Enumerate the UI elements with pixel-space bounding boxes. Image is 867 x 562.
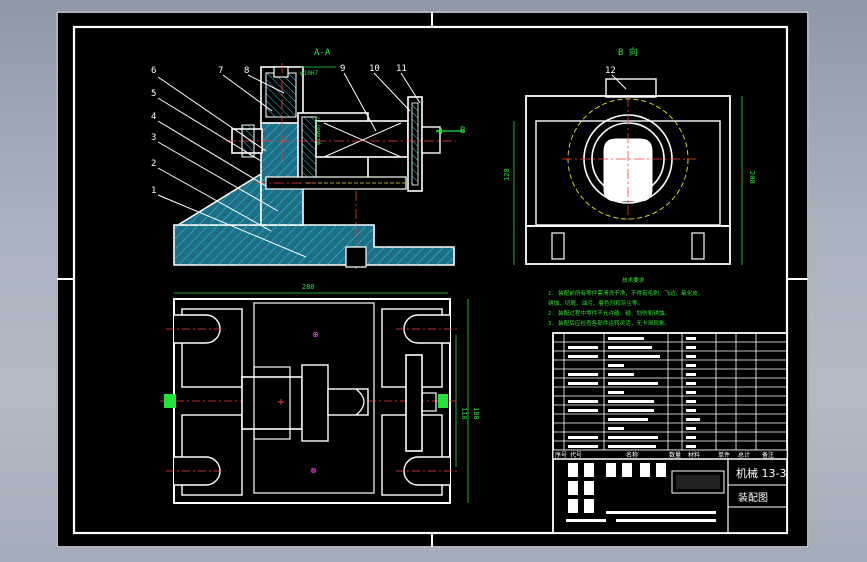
parts-list-header: 序号 代号 名称 数量 材料 单件 总计 备注 bbox=[555, 451, 774, 459]
drawing-type: 装配图 bbox=[738, 491, 768, 504]
side-view-label: B 向 bbox=[618, 46, 638, 58]
balloon-7: 7 bbox=[218, 66, 223, 76]
technical-notes: 技术要求 1. 装配前所有零件需清洗干净，不得有毛刺、飞边、氧化皮、 锈蚀、切屑… bbox=[548, 276, 704, 327]
header-col-8: 备注 bbox=[762, 451, 774, 459]
note-line-2: 锈蚀、切屑、油污、着色剂和灰尘等。 bbox=[548, 299, 643, 307]
note-line-1: 1. 装配前所有零件需清洗干净，不得有毛刺、飞边、氧化皮、 bbox=[548, 289, 704, 297]
dim-plan-inner: 110 bbox=[460, 407, 468, 420]
plan-right-handle bbox=[438, 394, 448, 408]
parts-list-entries bbox=[568, 337, 700, 448]
header-col-3: 名称 bbox=[626, 451, 638, 459]
header-col-4: 数量 bbox=[669, 451, 681, 459]
drawing-name: 机械 13-3 bbox=[736, 466, 786, 480]
header-col-2: 代号 bbox=[570, 451, 582, 459]
header-col-6: 单件 bbox=[718, 451, 730, 459]
dim-plan-overall: 280 bbox=[302, 283, 315, 291]
balloon-6: 6 bbox=[151, 66, 156, 76]
section-label: A-A bbox=[314, 48, 331, 58]
svg-text:⊕: ⊕ bbox=[312, 330, 319, 339]
parts-list-grid bbox=[553, 333, 787, 459]
balloon-11: 11 bbox=[396, 64, 407, 74]
note-line-3: 2. 装配过程中零件不允许磕、碰、划伤和锈蚀。 bbox=[548, 309, 670, 317]
balloon-1: 1 bbox=[151, 186, 156, 196]
balloon-5: 5 bbox=[151, 89, 156, 99]
plan-hand-wheel bbox=[405, 354, 423, 452]
balloon-10: 10 bbox=[369, 64, 380, 74]
header-col-7: 总计 bbox=[738, 451, 750, 459]
drawing-sheet[interactable]: A-A bbox=[56, 11, 809, 548]
view-arrow-label: B bbox=[460, 126, 465, 136]
balloon-4: 4 bbox=[151, 112, 156, 122]
header-col-1: 序号 bbox=[555, 451, 567, 459]
balloon-8: 8 bbox=[244, 66, 249, 76]
note-line-4: 3. 装配后应检查各部件运转灵活，无卡滞现象。 bbox=[548, 319, 670, 327]
svg-text:⊗: ⊗ bbox=[310, 466, 317, 475]
svg-text:φ10H7: φ10H7 bbox=[300, 70, 318, 77]
section-view-a-a[interactable]: A-A bbox=[173, 48, 465, 269]
cross-marker-icon: + bbox=[277, 397, 285, 408]
side-view-b[interactable]: B 向 120 200 bbox=[503, 46, 756, 265]
balloon-numbers: 1 2 3 4 5 6 7 8 9 10 11 12 bbox=[151, 64, 616, 196]
side-base bbox=[525, 225, 731, 265]
dim-side-right: 200 bbox=[748, 171, 756, 184]
balloon-2: 2 bbox=[151, 159, 156, 169]
centering-marks bbox=[57, 12, 808, 547]
dim-plan-outer: 180 bbox=[472, 407, 480, 420]
balloon-9: 9 bbox=[340, 64, 345, 74]
title-block[interactable]: 序号 代号 名称 数量 材料 单件 总计 备注 bbox=[552, 332, 788, 534]
dim-side-left: 120 bbox=[503, 168, 511, 181]
header-col-5: 材料 bbox=[688, 451, 700, 459]
leader-lines bbox=[157, 72, 627, 258]
signature-block bbox=[566, 463, 725, 522]
plan-left-handle bbox=[164, 394, 176, 408]
notes-heading: 技术要求 bbox=[622, 276, 645, 284]
balloon-12: 12 bbox=[605, 66, 616, 76]
plan-view[interactable]: 280 bbox=[160, 283, 480, 504]
svg-text:φ18H8/f7: φ18H8/f7 bbox=[315, 116, 322, 145]
balloon-3: 3 bbox=[151, 133, 156, 143]
drawing-canvas: A-A bbox=[56, 11, 809, 548]
